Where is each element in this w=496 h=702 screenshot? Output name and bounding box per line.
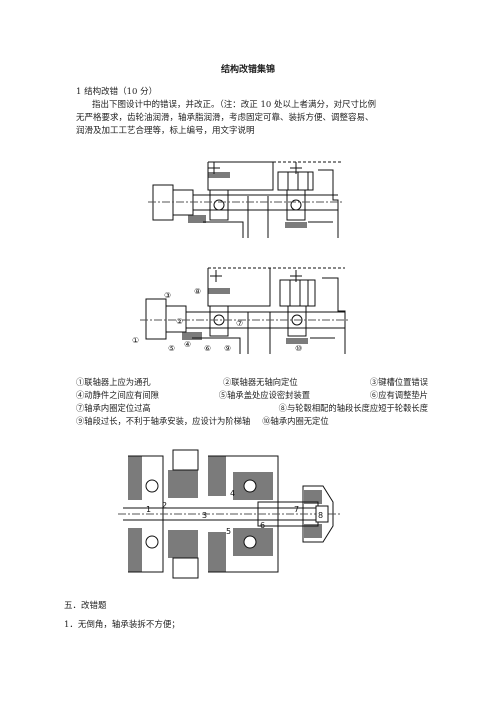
error-item: ⑥应有调整垫片 <box>369 390 428 400</box>
error-item: ①联轴器上应为通孔 <box>76 377 151 387</box>
figure-shaft-assembly: 1 2 3 4 5 6 7 8 <box>118 449 340 579</box>
marker-9: ⑨ <box>224 344 231 353</box>
section5-item-1: 1．无倒角，轴承装拆不方便； <box>64 620 180 630</box>
error-row: ⑦轴承内圈定位过高 ⑧与轮毂相配的轴段长度应短于轮毂长度 <box>76 402 428 415</box>
marker-5: 5 <box>226 527 231 536</box>
marker-4: ④ <box>184 340 191 349</box>
marker-7: ⑦ <box>236 319 243 328</box>
instructions-paragraph: 指出下图设计中的错误，并改正。（注：改正 10 处以上者满分，对尺寸比例 无严格… <box>76 99 431 138</box>
marker-1: ① <box>132 336 139 345</box>
marker-10: ⑩ <box>295 344 302 353</box>
error-item: ⑧与轮毂相配的轴段长度应短于轮毂长度 <box>278 403 428 413</box>
marker-3: ③ <box>164 291 171 300</box>
marker-1: 1 <box>146 505 151 514</box>
error-item: ⑩轴承内圈无定位 <box>262 416 329 426</box>
marker-7: 7 <box>294 505 299 514</box>
error-item: ⑦轴承内圈定位过高 <box>76 403 151 413</box>
error-row: ④动静件之间应有间隙 ⑤轴承盖处应设密封装置 ⑥应有调整垫片 <box>76 389 428 402</box>
marker-2: 2 <box>162 501 167 510</box>
marker-5: ⑤ <box>168 344 175 353</box>
error-item: ④动静件之间应有间隙 <box>76 390 159 400</box>
section5-heading: 五．改错题 <box>64 601 107 611</box>
marker-4: 4 <box>230 489 235 498</box>
section-heading: 1 结构改错（10 分） <box>76 87 158 97</box>
error-list: ①联轴器上应为通孔 ②联轴器无轴向定位 ③键槽位置错误 ④动静件之间应有间隙 ⑤… <box>76 376 428 428</box>
figure-original-design <box>148 161 343 238</box>
marker-6: 6 <box>260 521 265 530</box>
error-item: ⑤轴承盖处应设密封装置 <box>218 390 311 400</box>
marker-8: 8 <box>318 511 323 520</box>
marker-6: ⑥ <box>204 344 211 353</box>
instruction-line: 指出下图设计中的错误，并改正。（注：改正 10 处以上者满分，对尺寸比例 <box>92 100 376 110</box>
error-row: ⑨轴段过长，不利于轴承安装，应设计为阶梯轴 ⑩轴承内圈无定位 <box>76 415 428 428</box>
error-item: ②联轴器无轴向定位 <box>222 377 298 387</box>
instruction-line: 润滑及加工工艺合理等，标上编号，用文字说明 <box>76 126 255 136</box>
figure-marked-errors: ① ② ③ ④ ⑤ ⑥ ⑦ ⑧ ⑨ ⑩ <box>132 267 348 354</box>
marker-3: 3 <box>202 511 207 520</box>
error-row: ①联轴器上应为通孔 ②联轴器无轴向定位 ③键槽位置错误 <box>76 376 428 389</box>
error-item: ⑨轴段过长，不利于轴承安装，应设计为阶梯轴 <box>76 416 251 426</box>
marker-2: ② <box>176 317 183 326</box>
instruction-line: 无严格要求，齿轮油润滑，轴承脂润滑，考虑固定可靠、装拆方便、调整容易、 <box>76 113 374 123</box>
page-title: 结构改错集锦 <box>220 65 275 75</box>
marker-8: ⑧ <box>194 287 201 296</box>
error-item: ③键槽位置错误 <box>369 377 428 387</box>
